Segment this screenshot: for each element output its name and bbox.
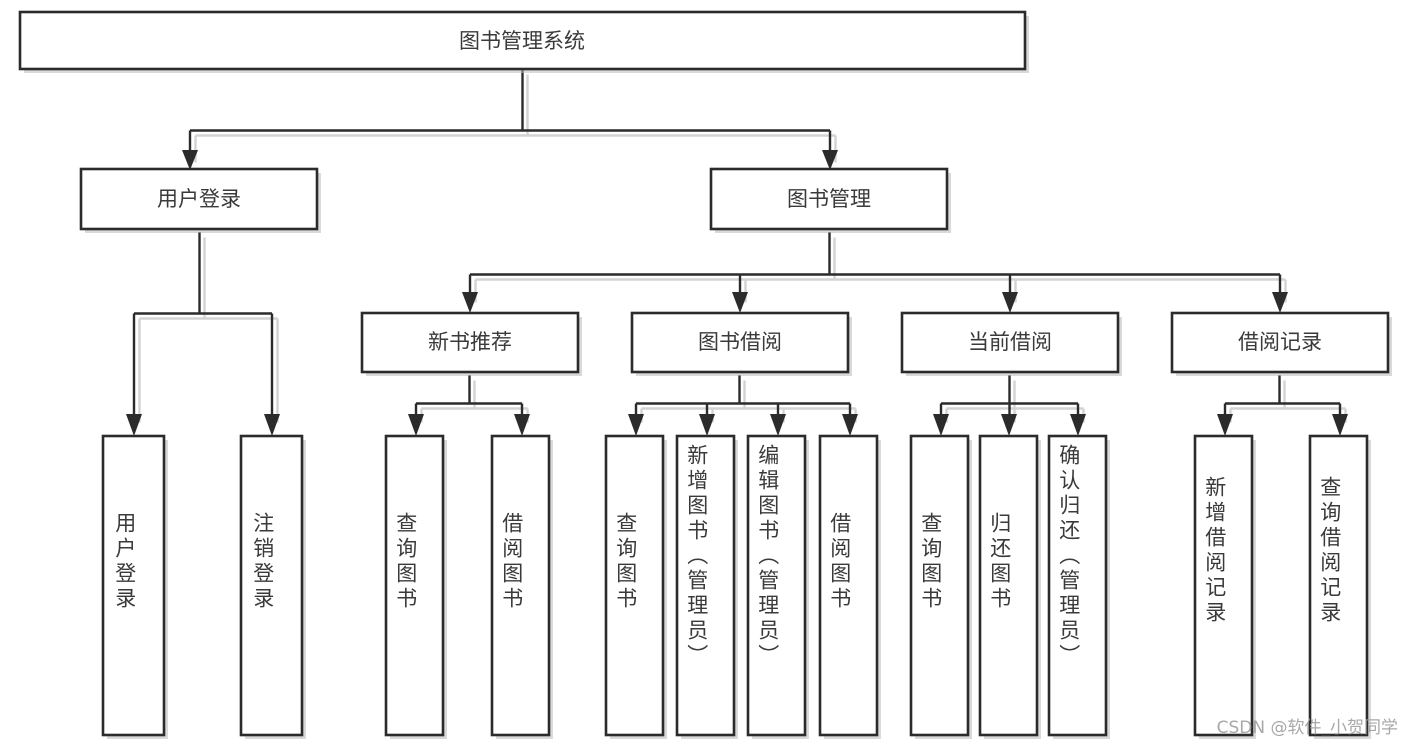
arrow-head-leaf-query-book-3 — [933, 414, 949, 436]
node-book-manage[interactable]: 图书管理 — [709, 167, 951, 233]
node-leaf-query-record-box[interactable] — [1308, 434, 1369, 737]
arrow-head-leaf-return-book — [1001, 414, 1017, 436]
node-book-manage-label: 图书管理 — [787, 187, 871, 211]
node-book-borrow-label: 图书借阅 — [698, 330, 782, 354]
node-leaf-borrow-book-1-label: 借阅图书 — [500, 512, 524, 612]
node-leaf-user-login-label: 用户登录 — [113, 512, 137, 612]
node-leaf-borrow-book-2[interactable]: 借阅图书 — [818, 434, 881, 739]
node-user-login[interactable]: 用户登录 — [79, 167, 321, 233]
node-leaf-logout-login-box[interactable] — [239, 434, 304, 737]
connector-user-login-shadow — [138, 237, 279, 423]
arrow-head-leaf-borrow-book-1 — [514, 414, 530, 436]
connector-current-borrow-to-leaves — [939, 375, 1080, 417]
node-borrow-record[interactable]: 借阅记录 — [1170, 311, 1392, 376]
node-leaf-query-book-3-box[interactable] — [909, 434, 970, 737]
connector-borrow-record-to-leaves — [1223, 375, 1342, 417]
node-leaf-query-book-1-label: 查询图书 — [394, 512, 418, 612]
node-leaf-edit-book-box[interactable] — [746, 434, 807, 737]
node-leaf-add-book-label: 新增图书（管理员） — [685, 444, 709, 669]
connector-book-borrow-shadow — [640, 380, 857, 423]
node-leaf-query-book-2-label: 查询图书 — [614, 512, 638, 612]
node-leaf-borrow-book-1-box[interactable] — [490, 434, 551, 737]
connector-new-book-rec-shadow — [420, 380, 529, 423]
connector-layer — [126, 69, 1348, 436]
node-new-book-rec-box[interactable] — [360, 311, 580, 374]
arrow-head-leaf-query-book-2 — [628, 414, 644, 436]
node-current-borrow[interactable]: 当前借阅 — [900, 311, 1122, 376]
arrow-head-leaf-confirm-return — [1070, 414, 1086, 436]
arrow-head-borrow-record — [1272, 292, 1288, 313]
node-leaf-user-login[interactable]: 用户登录 — [101, 434, 168, 739]
arrow-head-leaf-add-record — [1217, 414, 1233, 436]
node-borrow-record-label: 借阅记录 — [1238, 330, 1322, 354]
node-leaf-confirm-return[interactable]: 确认归还（管理员） — [1047, 434, 1110, 739]
node-leaf-borrow-book-1[interactable]: 借阅图书 — [490, 434, 553, 739]
node-leaf-return-book-box[interactable] — [978, 434, 1039, 737]
arrow-head-leaf-edit-book — [770, 414, 786, 436]
node-leaf-query-book-1[interactable]: 查询图书 — [384, 434, 447, 739]
arrow-head-book-manage — [822, 150, 838, 170]
node-current-borrow-box[interactable] — [900, 311, 1120, 374]
node-leaf-confirm-return-box[interactable] — [1047, 434, 1108, 737]
arrow-head-leaf-user-login — [126, 414, 142, 436]
node-leaf-query-book-3[interactable]: 查询图书 — [909, 434, 972, 739]
node-user-login-label: 用户登录 — [157, 187, 241, 211]
node-leaf-add-book-box[interactable] — [675, 434, 736, 737]
arrow-head-book-borrow — [732, 292, 748, 313]
node-leaf-edit-book[interactable]: 编辑图书（管理员） — [746, 434, 809, 739]
node-leaf-borrow-book-2-box[interactable] — [818, 434, 879, 737]
node-leaf-query-record-label: 查询借阅记录 — [1318, 476, 1342, 626]
node-book-manage-box[interactable] — [709, 167, 949, 231]
connector-new-book-rec-to-leaves — [414, 375, 524, 417]
connector-book-borrow-to-leaves — [634, 375, 852, 417]
node-leaf-edit-book-label: 编辑图书（管理员） — [756, 444, 780, 669]
connector-borrow-record-shadow — [1229, 380, 1347, 423]
node-leaf-add-record-label: 新增借阅记录 — [1203, 476, 1227, 626]
node-root-label: 图书管理系统 — [459, 29, 585, 53]
connector-root-to-level2 — [188, 69, 832, 157]
node-new-book-rec-label: 新书推荐 — [428, 330, 512, 354]
arrow-head-leaf-logout-login — [264, 414, 280, 436]
node-leaf-query-book-2[interactable]: 查询图书 — [604, 434, 667, 739]
arrow-head-leaf-query-record — [1332, 414, 1348, 436]
arrow-head-new-book-rec — [462, 292, 478, 313]
node-leaf-return-book-label: 归还图书 — [988, 512, 1012, 612]
node-leaf-return-book[interactable]: 归还图书 — [978, 434, 1041, 739]
node-leaf-logout-login[interactable]: 注销登录 — [239, 434, 306, 739]
node-root[interactable]: 图书管理系统 — [18, 10, 1029, 73]
node-borrow-record-box[interactable] — [1170, 311, 1390, 374]
node-leaf-confirm-return-label: 确认归还（管理员） — [1057, 444, 1081, 669]
connector-user-login-to-leaves — [132, 232, 274, 417]
node-leaf-query-record[interactable]: 查询借阅记录 — [1308, 434, 1371, 739]
arrow-head-leaf-query-book-1 — [408, 414, 424, 436]
connector-book-manage-to-level3 — [468, 232, 1282, 297]
connector-root-shadow — [194, 74, 837, 163]
node-leaf-add-book[interactable]: 新增图书（管理员） — [675, 434, 738, 739]
node-leaf-add-record[interactable]: 新增借阅记录 — [1193, 434, 1256, 739]
node-leaf-borrow-book-2-label: 借阅图书 — [828, 512, 852, 612]
connector-book-manage-shadow — [474, 237, 1287, 303]
arrow-head-leaf-add-book — [699, 414, 715, 436]
arrow-head-user-login — [182, 150, 198, 170]
arrow-head-current-borrow — [1002, 292, 1018, 313]
node-book-borrow[interactable]: 图书借阅 — [630, 311, 852, 376]
node-root-box[interactable] — [18, 10, 1027, 71]
node-user-login-box[interactable] — [79, 167, 319, 231]
node-leaf-add-record-box[interactable] — [1193, 434, 1254, 737]
watermark-text: CSDN @软件_小贺同学 — [1217, 718, 1398, 738]
node-current-borrow-label: 当前借阅 — [968, 330, 1052, 354]
node-new-book-rec[interactable]: 新书推荐 — [360, 311, 582, 376]
node-book-borrow-box[interactable] — [630, 311, 850, 374]
node-leaf-user-login-box[interactable] — [101, 434, 166, 737]
node-leaf-query-book-3-label: 查询图书 — [919, 512, 943, 612]
node-leaf-query-book-1-box[interactable] — [384, 434, 445, 737]
node-leaf-query-book-2-box[interactable] — [604, 434, 665, 737]
node-leaf-logout-login-label: 注销登录 — [251, 512, 275, 612]
arrow-head-leaf-borrow-book-2 — [842, 414, 858, 436]
